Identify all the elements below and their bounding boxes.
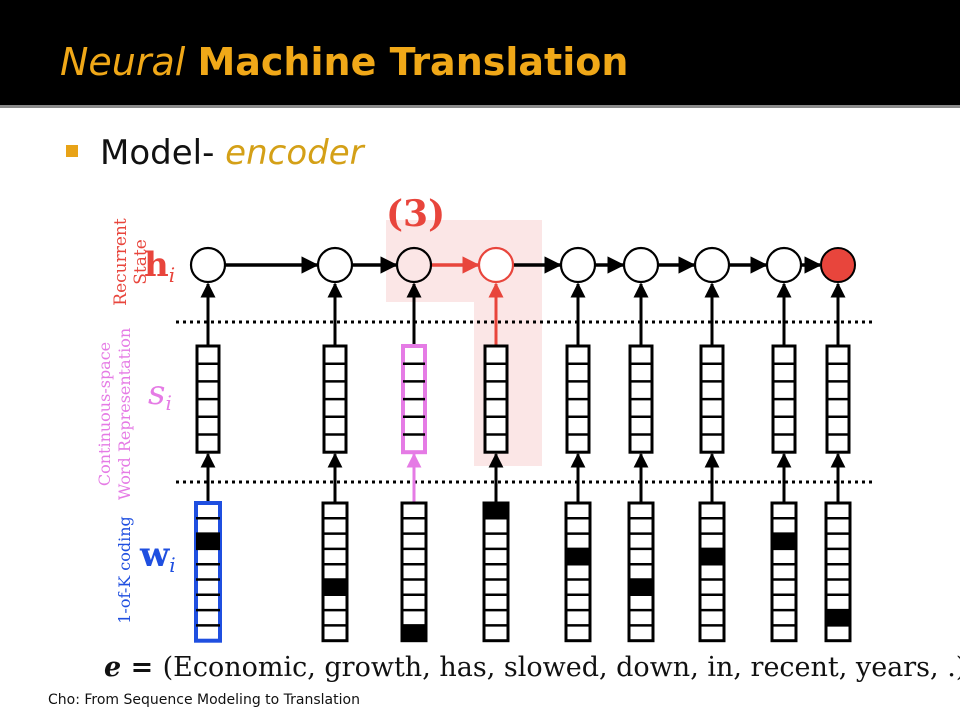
word-rep-label-line2: Word Representation	[115, 328, 134, 500]
recurrent-label-line1: Recurrent	[111, 218, 131, 306]
coding-label: 1-of-K coding	[115, 516, 134, 624]
symbol-w: wi	[139, 535, 176, 577]
one-hot-active-cell-3	[484, 503, 508, 519]
one-hot-active-cell-4	[566, 548, 590, 565]
sentence-body: (Economic, growth, has, slowed, down, in…	[163, 652, 960, 683]
source-caption: Cho: From Sequence Modeling to Translati…	[48, 692, 360, 708]
bullet-emphasis: encoder	[225, 133, 364, 173]
one-hot-vector-5	[627, 501, 655, 643]
one-hot-active-cell-6	[700, 548, 724, 565]
state-node-years	[765, 246, 803, 284]
one-hot-active-cell-7	[772, 533, 796, 549]
word-representation-label: Continuous-space Word Representation	[95, 328, 134, 500]
symbol-s-base: s	[148, 373, 165, 413]
one-hot-active-cell-0	[196, 533, 220, 549]
state-node-recent	[693, 246, 731, 284]
state-node-economic	[189, 246, 227, 284]
token-columns	[189, 246, 856, 643]
symbol-s: si	[148, 373, 172, 415]
state-node-slowed	[477, 246, 515, 284]
sentence-prefix: e =	[104, 652, 163, 683]
symbol-w-sub: i	[169, 553, 175, 577]
one-hot-active-cell-5	[629, 579, 653, 595]
symbol-w-base: w	[139, 535, 170, 575]
word-rep-label-line1: Continuous-space	[95, 342, 114, 486]
state-node-has	[395, 246, 433, 284]
state-node-down	[559, 246, 597, 284]
slide-title: Neural Machine Translation	[60, 38, 628, 86]
state-node-period	[820, 247, 856, 283]
bullet-square-icon	[66, 144, 78, 157]
recurrent-label-line2: State	[131, 239, 151, 285]
coding-label-text: 1-of-K coding	[115, 516, 134, 624]
one-hot-vector-6	[698, 501, 726, 643]
bullet-item: Model- encoder	[66, 132, 364, 174]
bullet-text: Model-	[100, 133, 226, 173]
symbol-s-sub: i	[165, 391, 171, 415]
state-node-growth	[316, 246, 354, 284]
one-hot-vector-2	[400, 501, 428, 643]
step-label: (3)	[386, 193, 445, 235]
one-hot-vector-1	[321, 501, 349, 643]
symbol-h-base: h	[144, 245, 169, 285]
one-hot-vector-0	[194, 501, 222, 643]
title-italic: Neural	[60, 40, 186, 84]
one-hot-active-cell-8	[826, 610, 850, 626]
input-sentence: e = (Economic, growth, has, slowed, down…	[104, 652, 960, 683]
symbol-h-sub: i	[169, 263, 175, 287]
one-hot-active-cell-1	[323, 579, 347, 595]
one-hot-vector-4	[564, 501, 592, 643]
state-node-in	[622, 246, 660, 284]
one-hot-vector-3	[482, 501, 510, 643]
title-bar: Neural Machine Translation	[0, 0, 960, 108]
recurrent-state-label: Recurrent State	[111, 218, 151, 306]
one-hot-active-cell-2	[402, 625, 426, 641]
title-bold: Machine Translation	[197, 40, 629, 84]
symbol-h: hi	[144, 245, 175, 287]
one-hot-vector-7	[770, 501, 798, 643]
